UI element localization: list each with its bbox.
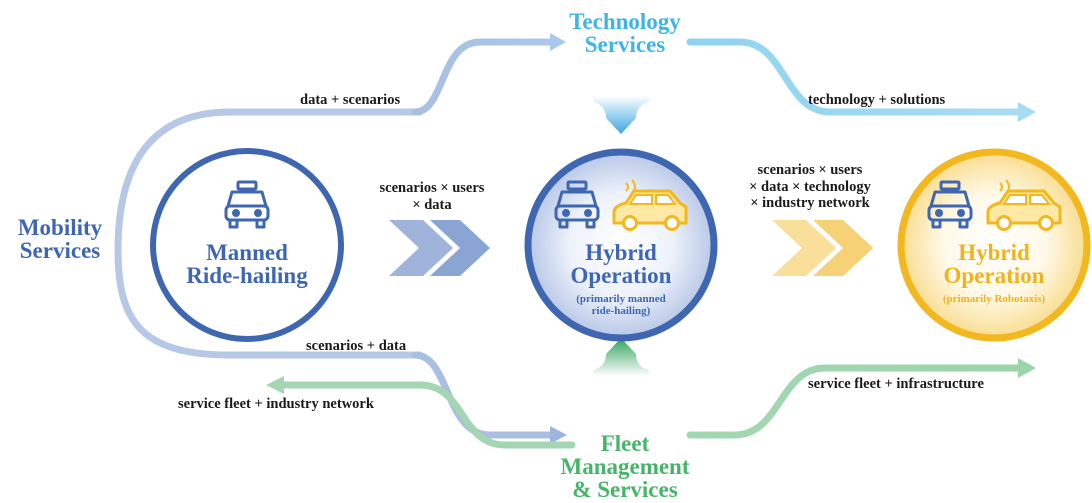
robotaxi-car-icon (612, 179, 688, 231)
mobility-services-line2: Services (19, 238, 101, 263)
arrowhead-infrastructure (1018, 358, 1036, 378)
subtitle-line: (primarily manned (576, 293, 666, 305)
scenarios-users-data-label: scenarios × users × data (362, 180, 502, 213)
taxi-icon (927, 180, 973, 229)
title-line: Ride-hailing (186, 263, 308, 289)
label-line: × data (412, 196, 452, 213)
title-line: Operation (570, 263, 672, 289)
technology-solutions-label: technology + solutions (808, 92, 946, 108)
data-scenarios-arrow (411, 38, 556, 116)
arrowhead-to-fleet (550, 426, 567, 444)
manned-ridehailing-circle (150, 148, 344, 342)
scenarios-data-label: scenarios + data (306, 338, 407, 354)
taxi-icon (554, 180, 600, 229)
label-line: scenarios × users (379, 180, 485, 196)
service-fleet-infrastructure-label: service fleet + infrastructure (808, 376, 984, 392)
scenarios-data-arrow (411, 351, 556, 439)
subtitle-line: (primarily Robotaxis) (942, 293, 1046, 305)
label-line: scenarios × users (757, 162, 863, 178)
fleet-up-arrow (591, 338, 651, 376)
manned-ridehailing-title: Manned Ride-hailing (167, 241, 327, 288)
hybrid-operation-robotaxi-title: Hybrid Operation (914, 241, 1074, 288)
subtitle-line: ride-hailing) (591, 305, 651, 318)
title-line: Hybrid (585, 240, 657, 265)
fleet-line3: & Services (572, 477, 678, 502)
technology-services-line1: Technology (569, 9, 681, 34)
hybrid-manned-subtitle: (primarily manned ride-hailing) (561, 293, 681, 317)
arrowhead-industry-network (266, 376, 284, 394)
technology-down-arrow (591, 96, 651, 134)
hybrid-robotaxi-subtitle: (primarily Robotaxis) (919, 293, 1069, 305)
mobility-services-line1: Mobility (17, 215, 103, 240)
mobility-loop-arrow (114, 108, 424, 359)
technology-services-header: Technology Services (540, 10, 710, 56)
title-line: Hybrid (958, 240, 1030, 265)
robotaxi-car-icon (986, 179, 1062, 231)
fleet-infrastructure-arrow (686, 364, 1024, 439)
chevron-blue-icon (389, 220, 490, 276)
label-line: × data × technology (749, 178, 871, 195)
fleet-industry-arrow (278, 381, 576, 449)
arrowhead-technology-solutions (1018, 102, 1036, 122)
title-line: Manned (206, 240, 288, 265)
fleet-management-header: Fleet Management & Services (535, 432, 715, 501)
fleet-line1: Fleet (600, 431, 650, 456)
label-line: × industry network (750, 195, 870, 212)
fleet-line2: Management (560, 454, 690, 479)
mobility-services-header: Mobility Services (0, 216, 120, 262)
scenarios-users-data-technology-label: scenarios × users × data × technology × … (725, 162, 895, 212)
technology-solutions-arrow (686, 38, 1024, 116)
title-line: Operation (943, 263, 1045, 289)
arrowhead-to-technology (550, 33, 566, 51)
chevron-yellow-icon (772, 220, 873, 276)
data-scenarios-label: data + scenarios (300, 92, 401, 108)
service-fleet-industry-network-label: service fleet + industry network (178, 396, 374, 412)
technology-services-line2: Services (584, 32, 666, 57)
taxi-icon (224, 180, 270, 229)
hybrid-operation-title: Hybrid Operation (541, 241, 701, 288)
